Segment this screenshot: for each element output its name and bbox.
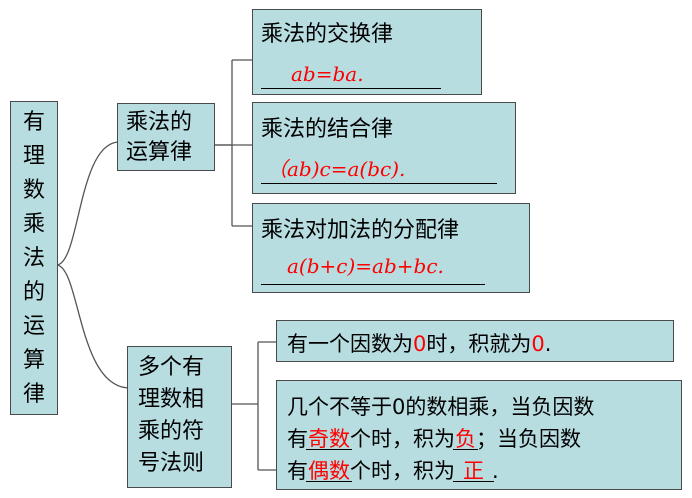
root-title-char: 运: [22, 314, 45, 339]
answer-underline: [261, 284, 485, 285]
branch1-title-line1: 乘法的: [126, 110, 193, 135]
associative-title: 乘法的结合律: [261, 117, 394, 142]
answer-underline: [261, 88, 441, 89]
root-node: 有理数乘法的运算律: [10, 101, 58, 415]
line2-mid: 个时，积为: [350, 427, 455, 451]
associative-law-node: 乘法的结合律 （ab)c=a(bc).: [252, 102, 516, 194]
line3-pre: 有: [287, 459, 308, 483]
associative-formula: （ab)c=a(bc).: [267, 157, 406, 181]
zero-rule-value1: 0: [413, 332, 427, 356]
root-title-char: 法: [22, 246, 45, 271]
branch-multiplication-laws: 乘法的 运算律: [117, 103, 215, 171]
sign-rule-line2: 有奇数个时，积为负；当负因数: [287, 423, 581, 453]
branch2-title-line2: 理数相: [138, 387, 205, 412]
answer-underline: [261, 183, 497, 184]
root-title-char: 理: [22, 144, 45, 169]
root-title-char: 算: [22, 348, 45, 373]
branch-sign-rule: 多个有 理数相 乘的符 号法则: [127, 346, 232, 488]
zero-rule-text: 有一个因数为0时，积就为0.: [287, 328, 551, 358]
branch2-title-line1: 多个有: [138, 355, 205, 380]
distributive-formula: a(b+c)=ab+bc.: [287, 254, 444, 278]
blank-even: 偶数: [308, 459, 350, 483]
sign-rule-negative-node: 几个不等于0的数相乘，当负因数 有奇数个时，积为负；当负因数 有偶数个时，积为正…: [276, 380, 682, 490]
commutative-formula: ab=ba.: [291, 62, 364, 86]
sign-rule-line1: 几个不等于0的数相乘，当负因数: [287, 395, 595, 419]
line3-mid: 个时，积为: [350, 459, 455, 483]
branch1-title-line2: 运算律: [126, 140, 193, 165]
distributive-title: 乘法对加法的分配律: [261, 218, 460, 243]
commutative-title: 乘法的交换律: [261, 22, 394, 47]
zero-rule-end: .: [544, 332, 552, 356]
sign-rule-line3: 有偶数个时，积为正.: [287, 455, 499, 485]
root-title-char: 律: [22, 382, 45, 407]
blank-negative: 负: [455, 427, 476, 451]
branch2-title-line4: 号法则: [138, 451, 205, 476]
blank-odd: 奇数: [308, 427, 350, 451]
root-title-char: 乘: [22, 212, 45, 237]
root-title-char: 有: [22, 110, 45, 135]
distributive-law-node: 乘法对加法的分配律 a(b+c)=ab+bc.: [252, 203, 530, 293]
zero-rule-before: 有一个因数为: [287, 332, 413, 356]
blank-positive: 正: [463, 459, 484, 483]
root-title-char: 的: [22, 280, 45, 305]
root-title: 有理数乘法的运算律: [11, 106, 57, 412]
zero-rule-value2: 0: [531, 332, 545, 356]
zero-rule-mid: 时，积就为: [426, 332, 532, 356]
line3-end: .: [492, 459, 499, 483]
branch2-title-line3: 乘的符: [138, 419, 205, 444]
commutative-law-node: 乘法的交换律 ab=ba.: [252, 9, 482, 95]
root-title-char: 数: [22, 178, 45, 203]
line2-pre: 有: [287, 427, 308, 451]
sign-rule-zero-node: 有一个因数为0时，积就为0.: [276, 320, 674, 362]
line2-end: ；当负因数: [476, 427, 581, 451]
